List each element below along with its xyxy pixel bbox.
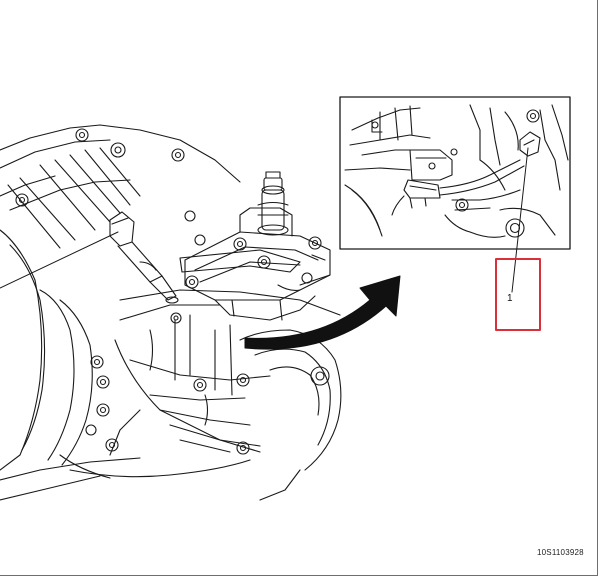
detail-pointer-arrow xyxy=(244,275,401,350)
transmission-illustration xyxy=(0,96,571,501)
callout-highlight-box xyxy=(495,258,541,331)
figure-id: 10S1103928 xyxy=(537,548,584,557)
callout-number: 1 xyxy=(507,293,513,304)
sensor-leader-line xyxy=(0,231,119,289)
frame-border xyxy=(0,0,598,576)
detail-inset xyxy=(339,96,571,250)
transmission-housing xyxy=(0,124,342,501)
speed-sensor xyxy=(109,211,182,324)
callout-leader-line xyxy=(511,147,529,293)
shift-tower xyxy=(179,171,331,321)
